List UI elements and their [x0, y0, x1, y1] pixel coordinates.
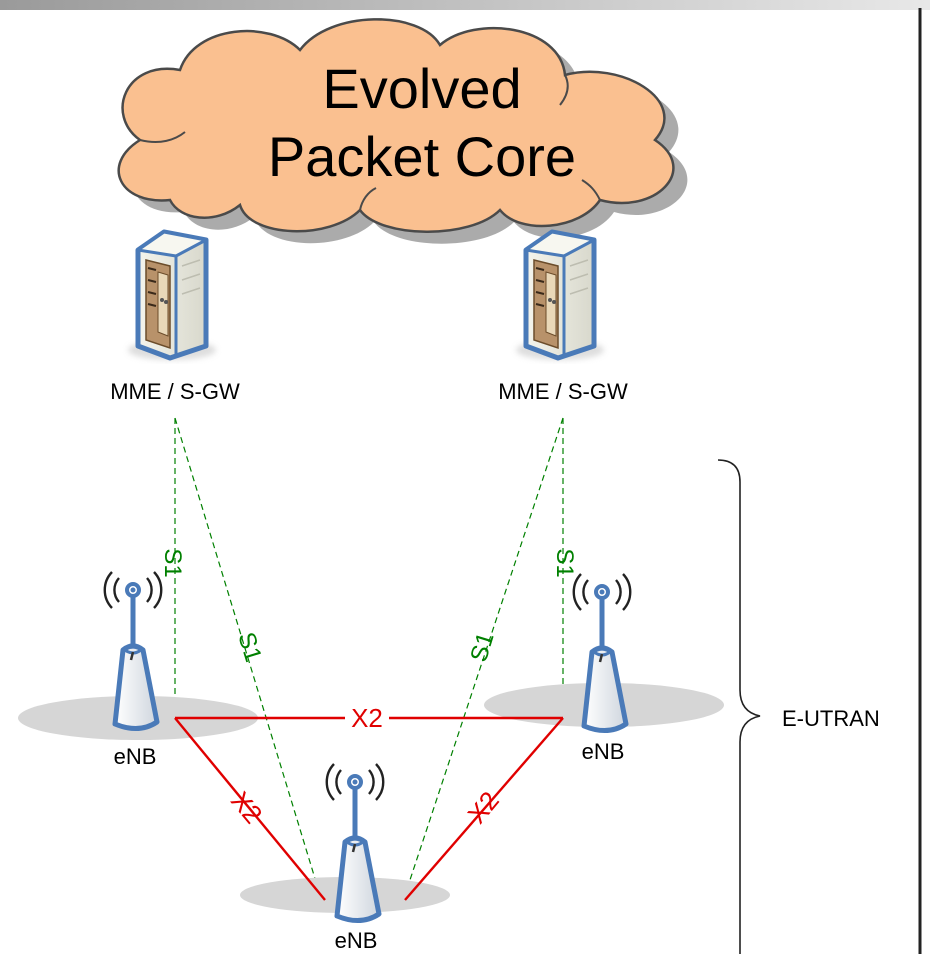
evolved-packet-core-cloud: Evolved Packet Core: [117, 18, 688, 244]
s1-label-right-diagonal: S1: [465, 629, 499, 665]
x2-label-bg-top: [345, 704, 389, 730]
enb-right-label: eNB: [582, 739, 625, 764]
s1-label-left-diagonal: S1: [232, 629, 266, 665]
enb-right: eNB: [574, 574, 630, 764]
s1-link-left-diagonal: [174, 417, 321, 896]
enb-bottom: eNB: [327, 764, 383, 953]
mme-sgw-left-label: MME / S-GW: [110, 379, 240, 404]
cloud-title-line1: Evolved: [322, 57, 521, 120]
x2-link-left: [174, 717, 326, 901]
cloud-title-line2: Packet Core: [268, 125, 576, 188]
s1-link-right-diagonal: [404, 417, 564, 896]
top-bar: [0, 0, 930, 10]
x2-link-right: [404, 717, 564, 901]
mme-sgw-left: MME / S-GW: [110, 232, 240, 404]
e-utran-label: E-UTRAN: [782, 706, 880, 731]
enb-left: eNB: [105, 572, 161, 769]
mme-sgw-right-label: MME / S-GW: [498, 379, 628, 404]
s1-links: [174, 417, 564, 896]
enb-left-label: eNB: [114, 744, 157, 769]
e-utran-brace: [717, 459, 761, 954]
mme-sgw-right: MME / S-GW: [498, 232, 628, 404]
enb-bottom-label: eNB: [335, 928, 378, 953]
server-rack-icon: [128, 232, 216, 360]
x2-label-top: X2: [351, 703, 383, 733]
s1-label-left: S1: [159, 548, 186, 577]
s1-label-right: S1: [551, 548, 578, 577]
server-rack-icon: [516, 232, 604, 360]
